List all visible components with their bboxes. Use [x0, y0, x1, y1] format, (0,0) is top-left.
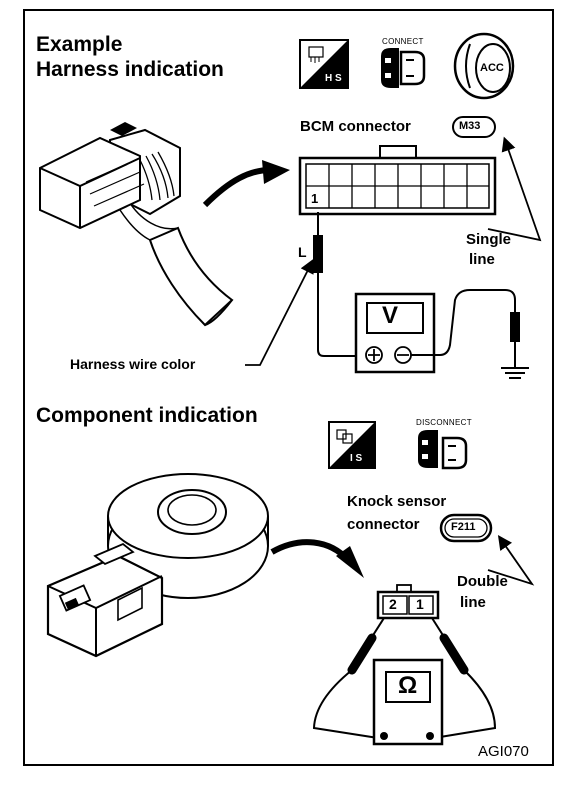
component-indication-title: Component indication [36, 404, 258, 427]
knock-sensor-label: Knock sensor [347, 493, 447, 510]
single-line-label: Single [466, 231, 512, 248]
ohmmeter-symbol: Ω [398, 672, 418, 699]
knock-sensor-image [46, 473, 269, 658]
ignition-acc-icon [453, 32, 515, 100]
double-line-label-2: line [460, 594, 486, 611]
example-title: Example [36, 33, 123, 56]
single-line-label-2: line [469, 251, 495, 268]
double-line-label: Double [457, 573, 508, 590]
knock-connector-code: F211 [451, 521, 476, 533]
m33-code-badge [452, 116, 496, 138]
is-label: I S [350, 453, 363, 464]
component-is-icon [328, 421, 376, 469]
disconnect-label: DISCONNECT [416, 418, 472, 427]
bcm-connector-label: BCM connector [300, 118, 411, 135]
figure-frame [23, 9, 554, 766]
knock-pin-1-label: 1 [416, 596, 424, 612]
hs-label: H S [325, 73, 342, 84]
connect-label: CONNECT [382, 37, 424, 46]
harness-hs-icon [299, 39, 349, 89]
disconnect-icon [418, 430, 468, 470]
harness-wire-color-label: Harness wire color [70, 356, 196, 372]
knock-connector-label: connector [347, 516, 420, 533]
wire-color-code: L [298, 244, 307, 260]
bcm-connector-face [298, 145, 497, 216]
voltage-test-circuit [313, 212, 529, 379]
figure-id: AGI070 [478, 743, 529, 760]
voltmeter-symbol: V [382, 302, 399, 329]
knock-connector-face [376, 584, 440, 620]
bcm-pin-1-label: 1 [311, 191, 319, 206]
f211-code-badge [439, 513, 493, 543]
harness-indication-title: Harness indication [36, 58, 224, 81]
harness-connector-image [39, 122, 234, 327]
bcm-connector-code: M33 [459, 120, 481, 132]
acc-label: ACC [480, 62, 504, 74]
resistance-test-circuit [312, 617, 497, 746]
connect-icon [381, 48, 426, 88]
knock-pin-2-label: 2 [389, 596, 397, 612]
